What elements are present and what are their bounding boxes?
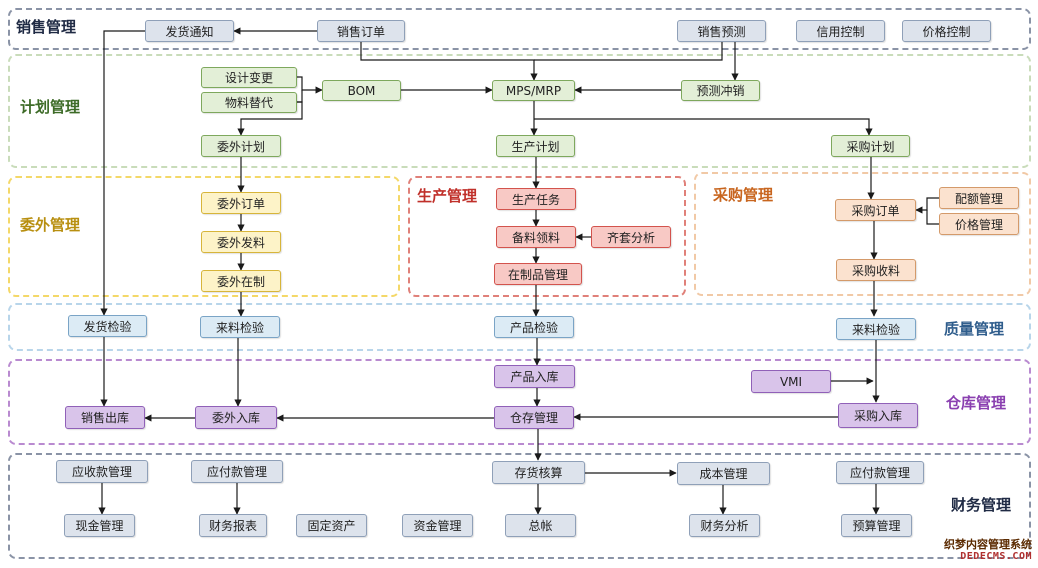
node-wuliao-tidai[interactable]: 物料替代: [201, 92, 297, 113]
node-yusuan-guanli[interactable]: 预算管理: [841, 514, 912, 537]
region-quality: [8, 303, 1031, 351]
arrow-mps-to-purplan: [534, 118, 873, 136]
node-caigou-ruku[interactable]: 采购入库: [838, 403, 918, 428]
watermark-line1: 织梦内容管理系统: [944, 538, 1032, 551]
node-jiage-kongzhi[interactable]: 价格控制: [902, 20, 991, 42]
region-title-finance: 财务管理: [951, 496, 1012, 514]
node-vmi[interactable]: VMI: [751, 370, 831, 393]
node-chanpin-ruku[interactable]: 产品入库: [494, 365, 575, 388]
region-purchase: [694, 172, 1031, 296]
region-title-plan: 计划管理: [20, 98, 81, 116]
watermark-line2: DEDECMS.COM: [960, 551, 1032, 562]
node-xianjin-guanli[interactable]: 现金管理: [64, 514, 135, 537]
node-zaizhipin-guanli[interactable]: 在制品管理: [494, 263, 582, 285]
node-xinyong-kongzhi[interactable]: 信用控制: [796, 20, 885, 42]
node-cangcun-guanli[interactable]: 仓存管理: [494, 406, 574, 429]
region-title-quality: 质量管理: [944, 320, 1005, 338]
node-mps-mrp[interactable]: MPS/MRP: [492, 80, 575, 101]
region-warehouse: [8, 359, 1031, 445]
node-xiaoshou-chuku[interactable]: 销售出库: [65, 406, 145, 429]
node-fahuo-tongzhi[interactable]: 发货通知: [145, 20, 234, 42]
node-weiwai-faliao[interactable]: 委外发料: [201, 231, 281, 253]
node-fahuo-jianyan[interactable]: 发货检验: [68, 315, 147, 337]
node-xiaoshou-dingdan[interactable]: 销售订单: [317, 20, 405, 42]
node-peie-guanli[interactable]: 配额管理: [939, 187, 1019, 209]
node-caigou-shouliao[interactable]: 采购收料: [836, 259, 916, 281]
arrow-substitute-to-outplan: [237, 101, 303, 136]
region-title-outsource: 委外管理: [20, 216, 81, 234]
region-production: [408, 176, 686, 297]
arrow-order-to-mps: [360, 42, 538, 81]
region-sales: [8, 8, 1031, 50]
arrow-forecast-to-mps: [534, 42, 723, 61]
node-shengchan-renwu[interactable]: 生产任务: [496, 188, 576, 210]
node-sheji-biangeng[interactable]: 设计变更: [201, 67, 297, 88]
node-chengben-guanli[interactable]: 成本管理: [677, 462, 770, 485]
node-weiwai-dingdan[interactable]: 委外订单: [201, 192, 281, 214]
region-plan: [8, 54, 1031, 168]
node-qitao-fenxi[interactable]: 齐套分析: [591, 226, 671, 248]
node-beiliao-lingliao[interactable]: 备料领料: [496, 226, 576, 248]
node-zongzhang[interactable]: 总帐: [505, 514, 576, 537]
region-title-purchase: 采购管理: [713, 186, 774, 204]
node-lailiao-jianyan-right[interactable]: 来料检验: [836, 318, 916, 340]
node-cunhuo-hesuan[interactable]: 存货核算: [492, 461, 585, 484]
node-weiwai-zaizhi[interactable]: 委外在制: [201, 270, 281, 292]
node-guding-zichan[interactable]: 固定资产: [296, 514, 367, 537]
node-yingfu-guanli-left[interactable]: 应付款管理: [191, 460, 283, 483]
region-finance: [8, 453, 1031, 559]
node-yingfu-guanli-right[interactable]: 应付款管理: [836, 461, 924, 484]
node-weiwai-jihua[interactable]: 委外计划: [201, 135, 281, 157]
region-title-production: 生产管理: [417, 187, 478, 205]
node-shengchan-jihua[interactable]: 生产计划: [496, 135, 575, 157]
node-chanpin-jianyan[interactable]: 产品检验: [494, 316, 574, 338]
node-xiaoshou-yuce[interactable]: 销售预测: [677, 20, 766, 42]
region-title-sales: 销售管理: [16, 18, 77, 36]
node-caiwu-baobiao[interactable]: 财务报表: [199, 514, 267, 537]
node-zijin-guanli[interactable]: 资金管理: [402, 514, 473, 537]
node-weiwai-ruku[interactable]: 委外入库: [195, 406, 277, 429]
node-yingshou-guanli[interactable]: 应收款管理: [56, 460, 148, 483]
node-jiage-guanli[interactable]: 价格管理: [939, 213, 1019, 235]
node-yuce-chongxiao[interactable]: 预测冲销: [681, 80, 760, 101]
node-bom[interactable]: BOM: [322, 80, 401, 101]
region-title-warehouse: 仓库管理: [946, 394, 1007, 412]
arrow-substitute-to-bom: [297, 90, 303, 103]
node-caigou-jihua[interactable]: 采购计划: [831, 135, 910, 157]
node-caiwu-fenxi[interactable]: 财务分析: [689, 514, 760, 537]
arrow-notice-to-shipcheck: [100, 30, 145, 316]
node-caigou-dingdan[interactable]: 采购订单: [835, 199, 916, 221]
node-lailiao-jianyan-left[interactable]: 来料检验: [200, 316, 280, 338]
region-outsource: [8, 176, 400, 297]
arrow-design-to-bom: [297, 76, 323, 94]
